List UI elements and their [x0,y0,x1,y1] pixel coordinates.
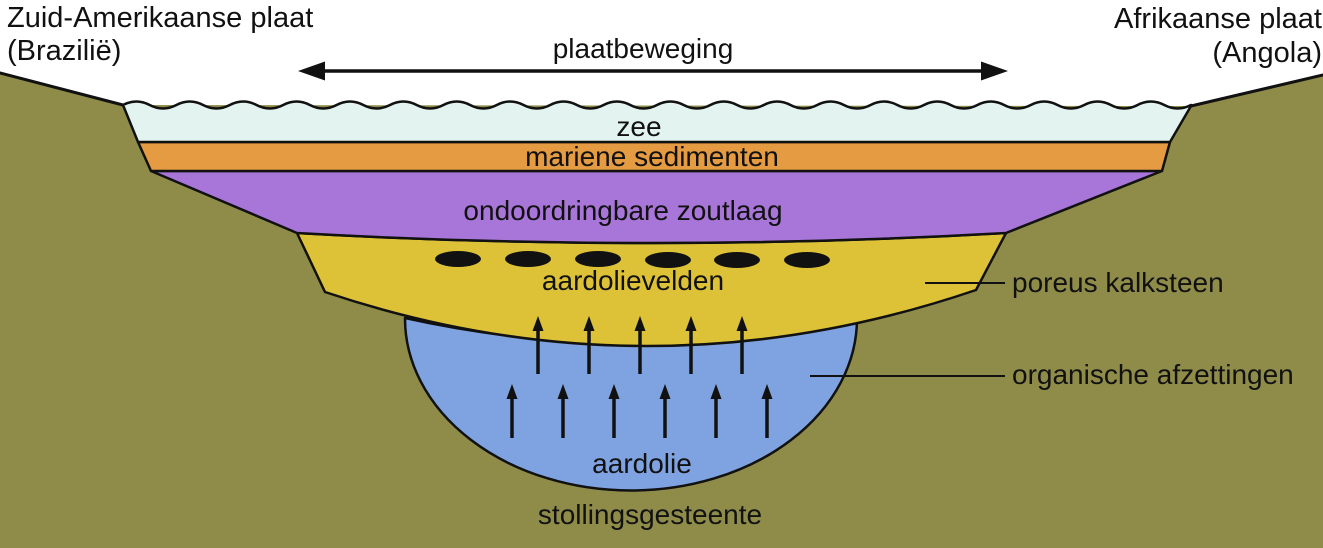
oil-migration-arrowhead-icon [736,316,748,331]
oil-field-dot [784,252,830,268]
marine-sediment-label: mariene sedimenten [525,141,779,172]
sea-layer-shape [121,100,1193,144]
oil-migration-arrowhead-icon [634,316,646,331]
right-arrowhead-icon [981,61,1008,81]
plate-movement-arrow [298,61,1008,81]
left-plate-surface-line [0,71,125,107]
oil-migration-arrowhead-icon [761,384,773,399]
oil-migration-arrowhead-icon [685,316,697,331]
oil-migration-arrowhead-icon [557,384,569,399]
oil-migration-arrowhead-icon [608,384,620,399]
oil-migration-arrowhead-icon [506,384,518,399]
right-plate-surface-line [1189,73,1323,108]
oil-migration-arrowhead-icon [659,384,671,399]
salt-layer-label: ondoordringbare zoutlaag [463,195,782,226]
oil-migration-arrows [506,316,773,438]
organic-deposits-annotation-label: organische afzettingen [1012,359,1294,390]
labels: Zuid-Amerikaanse plaat (Brazilië) Afrika… [7,2,1322,530]
oil-migration-arrowhead-icon [532,316,544,331]
left-plate-title-line2: (Brazilië) [7,35,121,67]
oil-label: aardolie [592,448,692,479]
salt-layer-shape [149,169,1164,245]
oil-field-dot [505,251,551,267]
oil-field-dot [435,251,481,267]
right-plate-title-line2: (Angola) [1212,37,1322,69]
left-arrowhead-icon [298,61,325,81]
oil-field-dot [575,251,621,267]
oil-fields-label: aardolievelden [542,265,724,296]
plate-movement-label: plaatbeweging [553,33,734,64]
oil-field-dot [645,252,691,268]
oil-field-dot [714,252,760,268]
left-plate-title-line1: Zuid-Amerikaanse plaat [7,2,313,34]
oil-field-dots [435,251,830,268]
sea-label: zee [616,111,661,142]
oil-migration-arrowhead-icon [710,384,722,399]
right-plate-title-line1: Afrikaanse plaat [1114,3,1322,35]
igneous-rock-label: stollingsgesteente [538,499,762,530]
oil-migration-arrowhead-icon [583,316,595,331]
limestone-annotation-label: poreus kalksteen [1012,267,1224,298]
